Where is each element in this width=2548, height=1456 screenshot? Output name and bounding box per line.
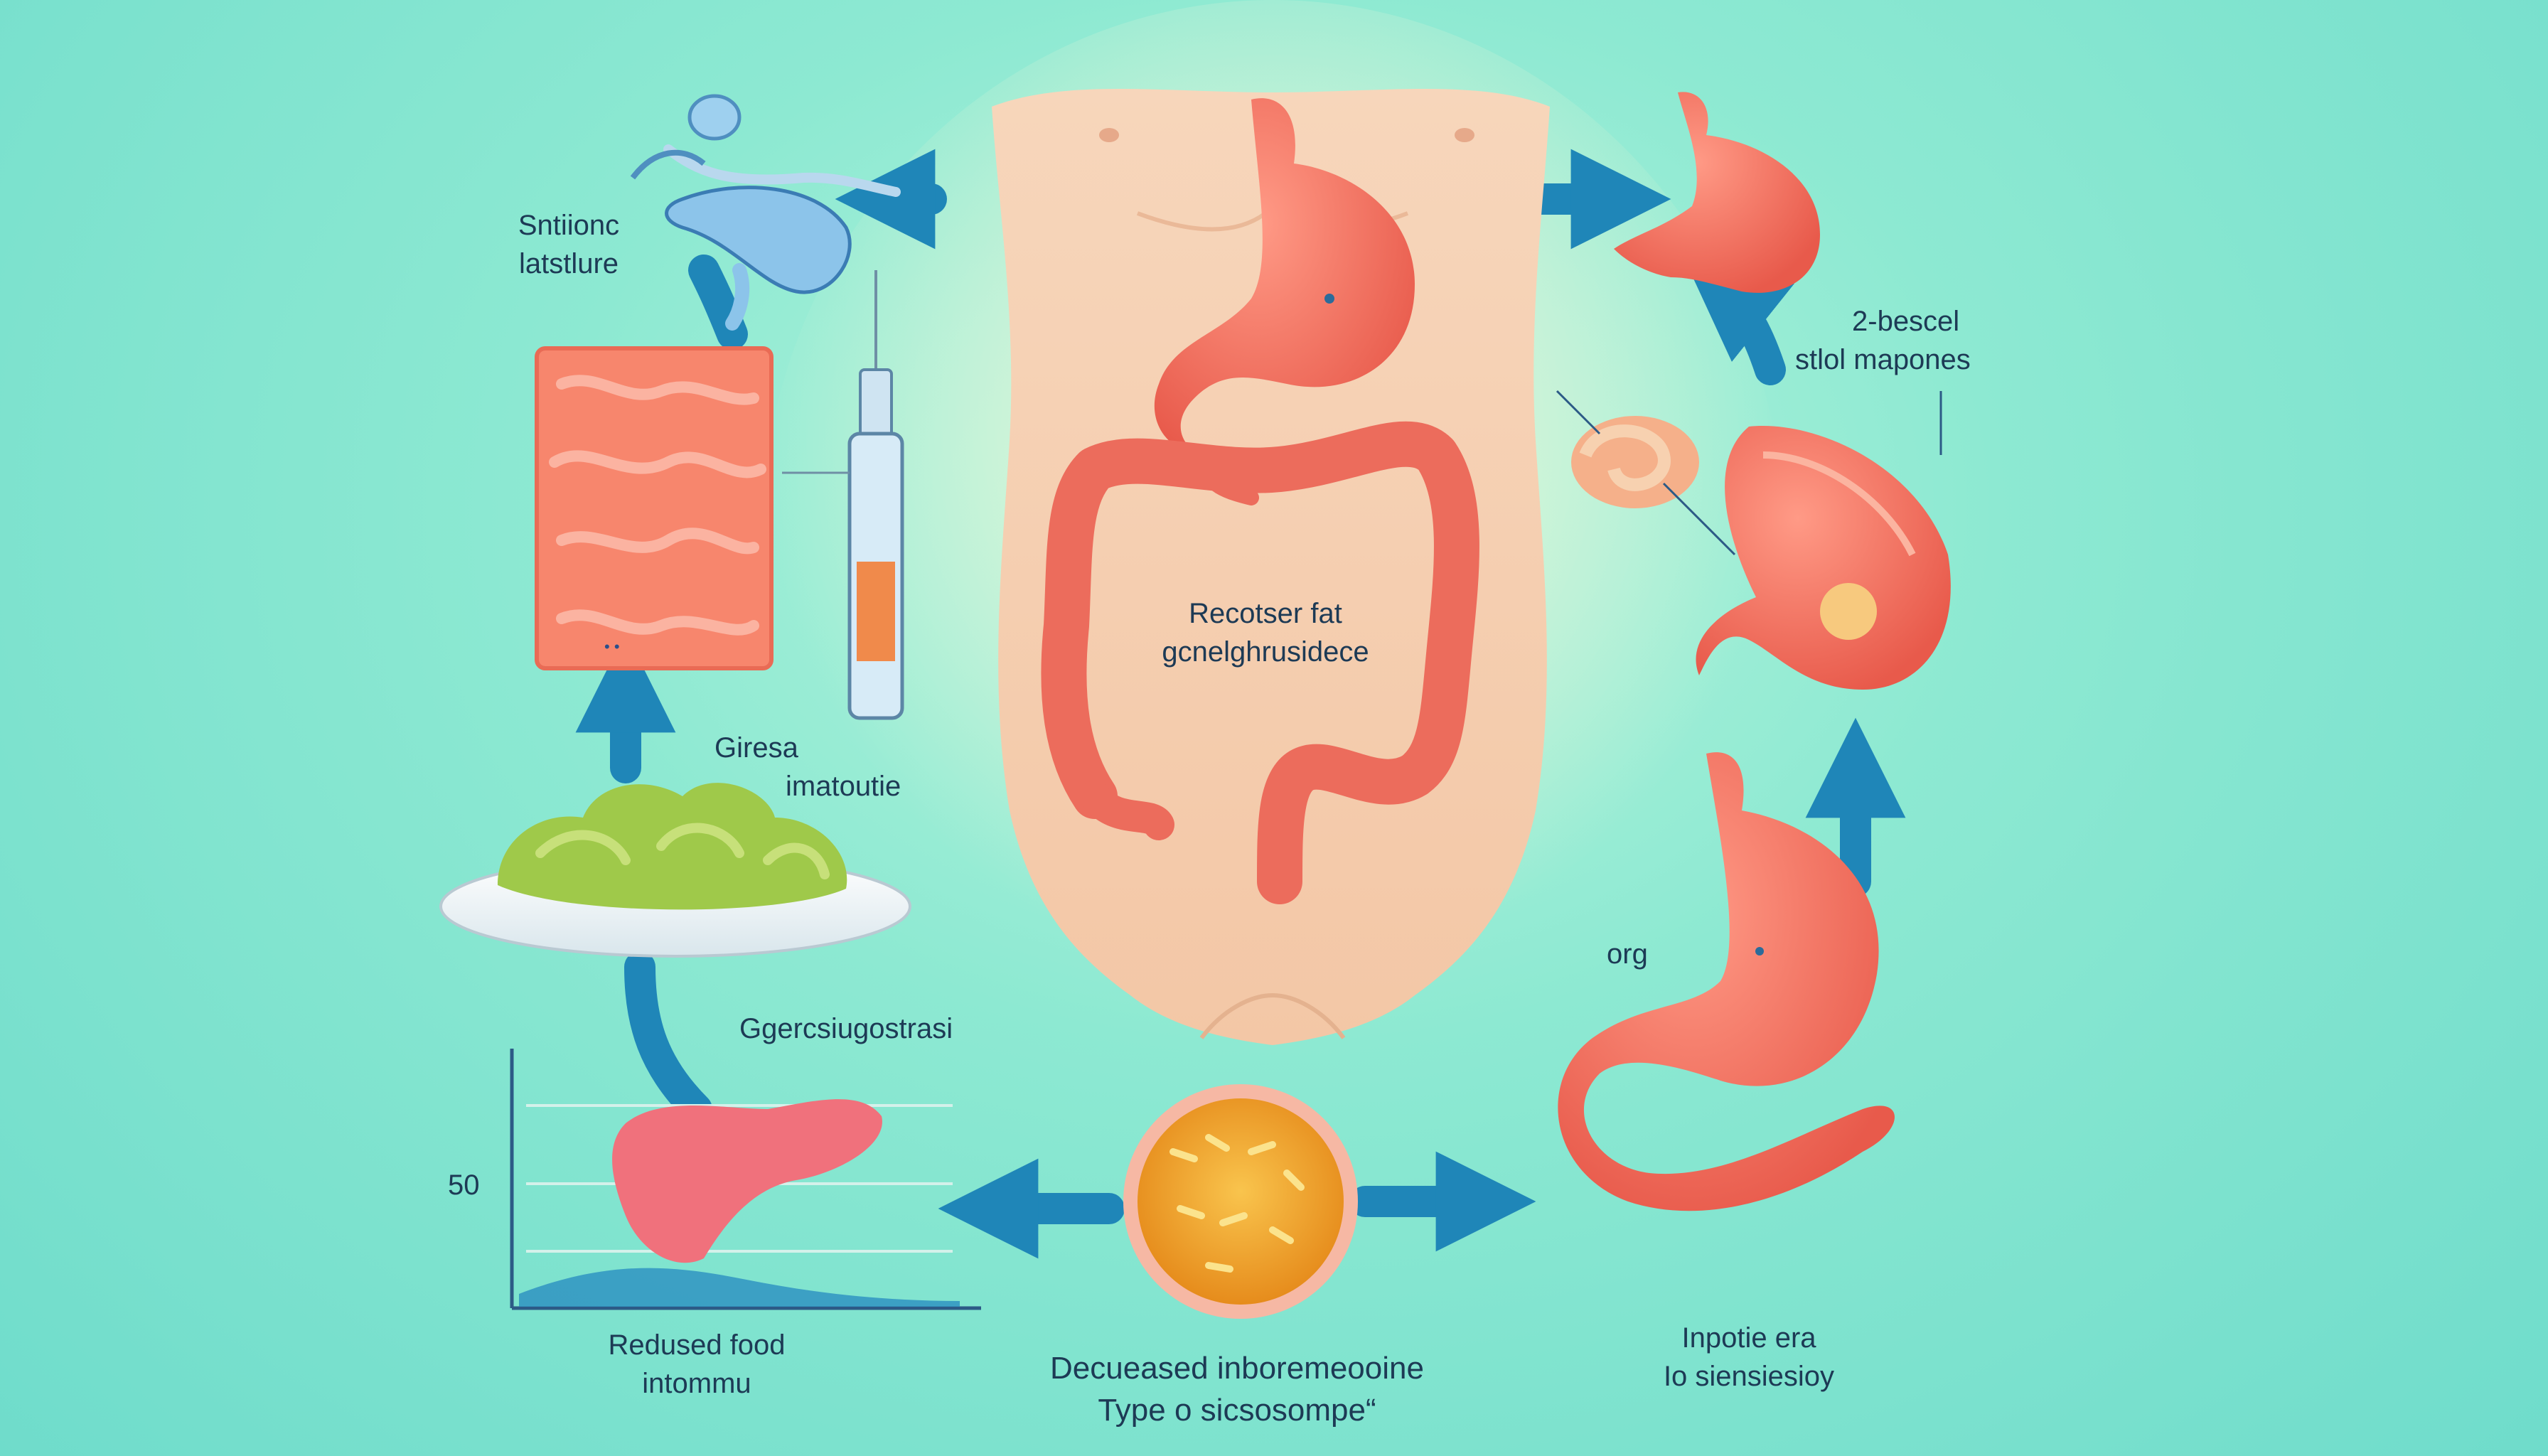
label-right-top: 2-bescel stlol mapones	[1795, 306, 1971, 375]
stomach-duodenum-icon	[1558, 752, 1895, 1211]
label-bottom-center: Decueased inboremeooine Type o sicsosomp…	[1050, 1351, 1424, 1428]
label-right-middle: org	[1607, 938, 1648, 970]
hose-bag-icon	[630, 94, 901, 331]
intestine-coil-icon	[1556, 390, 1736, 556]
food-plate-icon	[439, 783, 911, 958]
fat-tissue-icon	[535, 346, 774, 670]
syringe-icon	[782, 270, 904, 720]
label-left-middle: Giresa imatoutie	[714, 732, 901, 802]
label-bottom-left: Redused food intommu	[608, 1329, 786, 1399]
stomach-cross-section-icon	[1696, 391, 1951, 690]
cycle-arrows	[575, 149, 1906, 1259]
colon-icon	[1041, 421, 1479, 904]
grain-bowl-icon	[1123, 1084, 1358, 1319]
specimen-tag: • •	[604, 638, 620, 655]
label-bottom-right: Inpotie era Io siensiesioy	[1663, 1322, 1835, 1392]
label-top-left: Sntiionc latstlure	[518, 210, 620, 279]
arrow-right-upper	[1685, 260, 1794, 385]
chart-title: Ggercsiugostrasi	[739, 1013, 953, 1044]
label-center-body: Recotser fat gcnelghrusidece	[1162, 598, 1369, 668]
arrow-left-lower	[624, 951, 712, 1125]
chart-tick-50: 50	[448, 1169, 480, 1201]
pancreas-icon	[612, 1099, 882, 1263]
stomach-small-icon	[1614, 92, 1820, 293]
